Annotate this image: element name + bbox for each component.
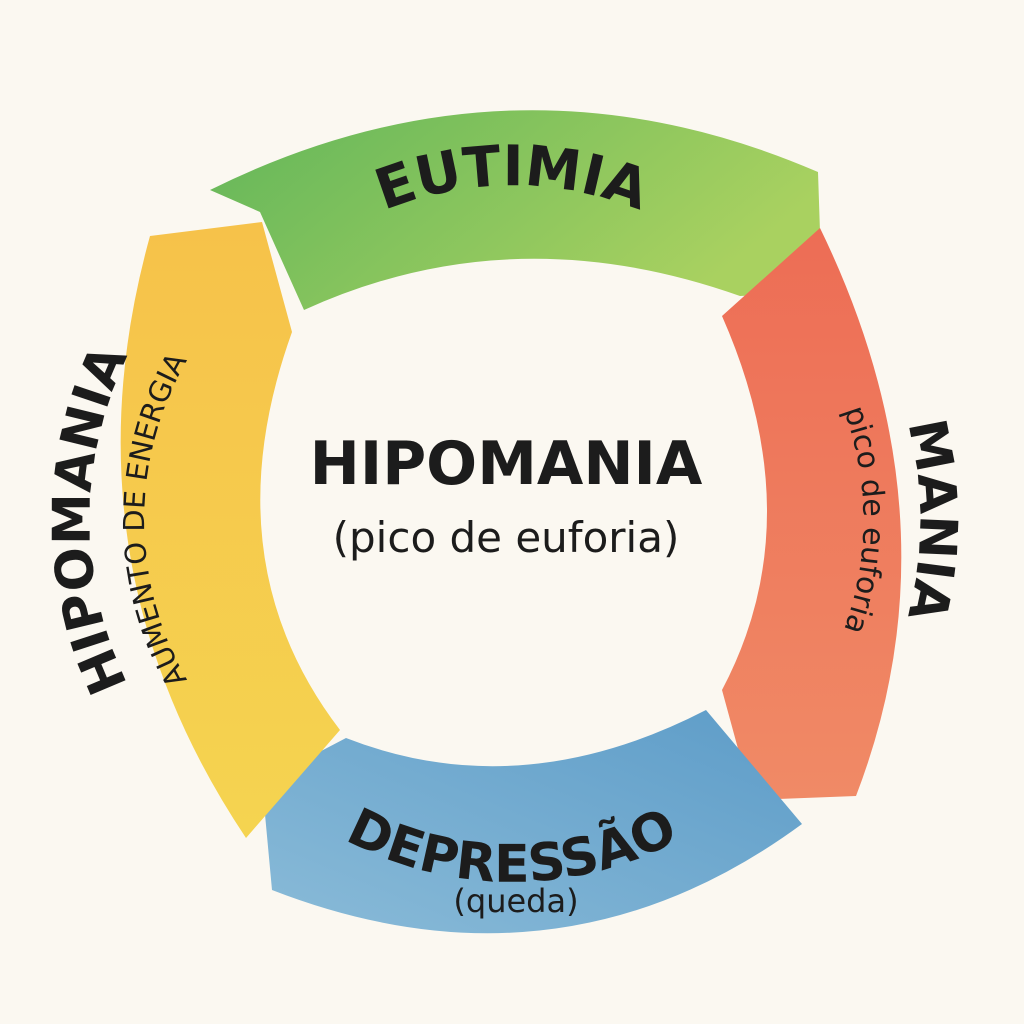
center-title: HIPOMANIA xyxy=(310,429,703,499)
segment-mania xyxy=(722,228,902,800)
depressao-sublabel: (queda) xyxy=(453,882,578,920)
segment-eutimia xyxy=(210,110,822,310)
mania-label: MANIA xyxy=(895,414,967,626)
segment-hipomania xyxy=(120,222,341,838)
center-subtitle: (pico de euforia) xyxy=(333,513,680,562)
segment-depressao xyxy=(262,710,802,934)
